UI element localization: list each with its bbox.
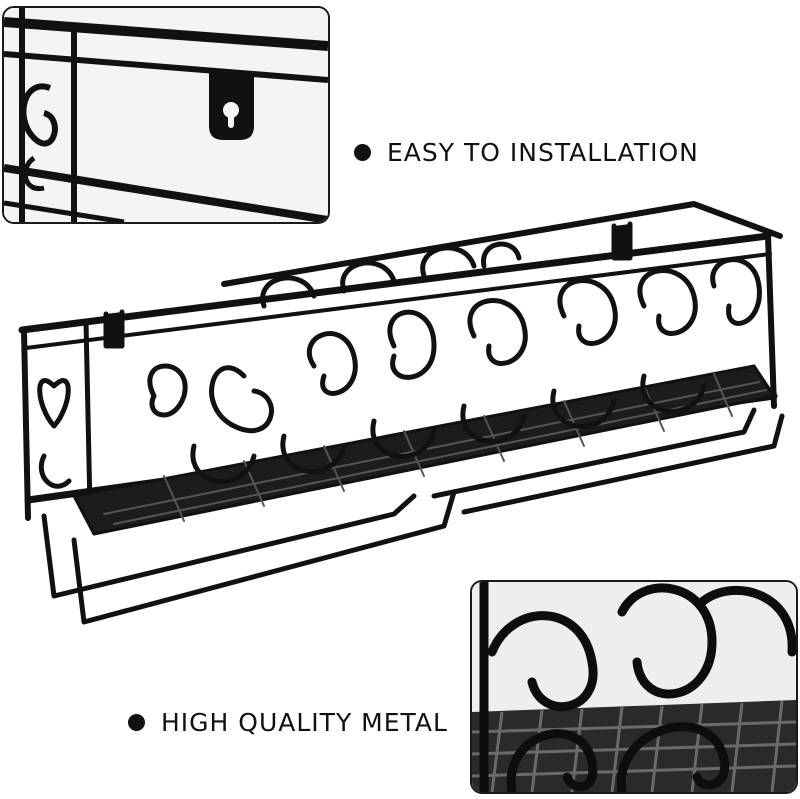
product-image-wall-rack bbox=[18, 201, 785, 625]
feature-label: HIGH QUALITY METAL bbox=[161, 708, 448, 737]
feature-easy-installation: EASY TO INSTALLATION bbox=[354, 138, 699, 167]
metal-detail-inset bbox=[470, 580, 798, 794]
keyhole-icon bbox=[228, 110, 234, 128]
bullet-icon bbox=[128, 714, 145, 731]
mounting-detail-inset bbox=[2, 6, 330, 224]
metal-detail-photo bbox=[472, 582, 796, 792]
feature-high-quality-metal: HIGH QUALITY METAL bbox=[128, 708, 448, 737]
bullet-icon bbox=[354, 144, 371, 161]
feature-label: EASY TO INSTALLATION bbox=[387, 138, 699, 167]
mounting-detail-photo bbox=[4, 8, 328, 222]
